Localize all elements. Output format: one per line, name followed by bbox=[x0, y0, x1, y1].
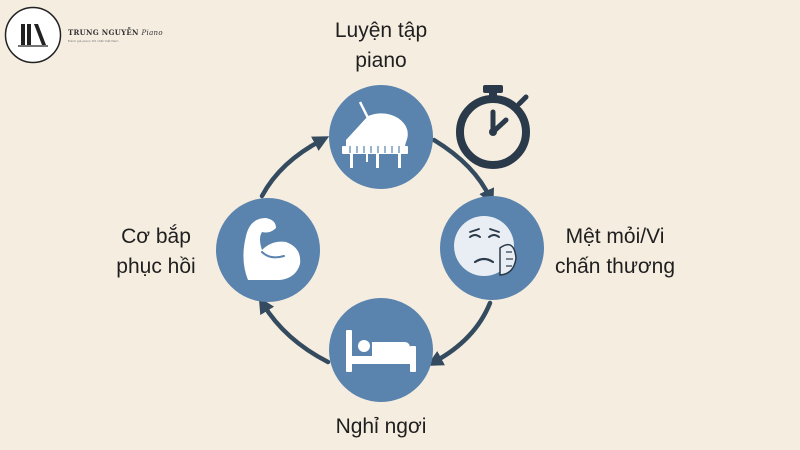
grand-piano-icon bbox=[342, 101, 408, 168]
brand-name-main: TRUNG NGUYỄN bbox=[68, 27, 139, 37]
node-practice bbox=[329, 85, 433, 189]
brand-tagline: Đánh giá piano tốt nhất Việt Nam bbox=[68, 38, 119, 43]
label-practice: Luyện tập piano bbox=[321, 16, 441, 76]
brand-logo: TRUNG NGUYỄN Piano Đánh giá piano tốt nh… bbox=[4, 6, 163, 64]
node-recovery bbox=[216, 198, 320, 302]
label-rest: Nghỉ ngơi bbox=[316, 412, 446, 442]
arrow-recovery-to-practice bbox=[259, 136, 330, 199]
flexed-arm-icon bbox=[243, 218, 301, 280]
label-rest-line1: Nghỉ ngơi bbox=[335, 415, 427, 438]
label-fatigue-line1: Mệt mỏi/Vi bbox=[565, 225, 665, 248]
tired-face-icon bbox=[454, 216, 517, 276]
brand-logo-icon bbox=[4, 6, 62, 64]
stopwatch-icon bbox=[456, 85, 530, 169]
brand-name-script: Piano bbox=[141, 28, 163, 37]
bed-icon bbox=[346, 330, 416, 372]
label-recovery: Cơ bắp phục hồi bbox=[101, 222, 211, 282]
arrow-practice-to-fatigue bbox=[431, 137, 495, 206]
node-fatigue bbox=[440, 196, 544, 300]
node-rest bbox=[329, 298, 433, 402]
label-recovery-line2: phục hồi bbox=[116, 255, 196, 278]
arrow-fatigue-to-rest bbox=[426, 300, 493, 366]
label-practice-line2: piano bbox=[355, 49, 407, 72]
label-practice-line1: Luyện tập bbox=[334, 19, 428, 42]
label-fatigue: Mệt mỏi/Vi chấn thương bbox=[547, 222, 683, 282]
label-recovery-line1: Cơ bắp bbox=[121, 225, 191, 248]
label-fatigue-line2: chấn thương bbox=[554, 255, 676, 278]
brand-text: TRUNG NGUYỄN Piano Đánh giá piano tốt nh… bbox=[68, 28, 163, 43]
arrow-rest-to-recovery bbox=[258, 297, 331, 365]
brand-name: TRUNG NGUYỄN Piano bbox=[68, 28, 163, 37]
